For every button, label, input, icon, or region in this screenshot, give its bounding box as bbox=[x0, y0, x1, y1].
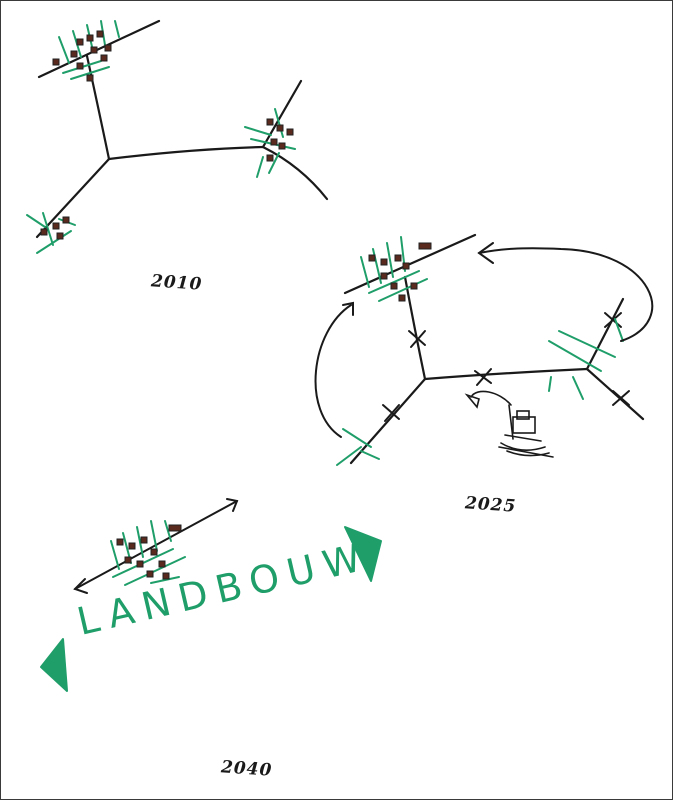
village-2010-east bbox=[244, 108, 296, 178]
relocation-arrows bbox=[314, 242, 654, 438]
year-label-2010: 2010 bbox=[150, 271, 203, 295]
year-label-2040: 2040 bbox=[220, 757, 273, 781]
year-label-2025: 2025 bbox=[464, 493, 517, 517]
scenario-2010-roads bbox=[35, 19, 329, 239]
village-2025-remnants bbox=[336, 318, 624, 466]
road-cut-marks-2025 bbox=[382, 312, 630, 422]
village-2040 bbox=[110, 520, 186, 586]
village-2010-southwest bbox=[26, 212, 76, 254]
scenario-2025-roads bbox=[343, 233, 645, 465]
village-2025-north bbox=[360, 236, 432, 302]
village-2010-north bbox=[52, 20, 120, 82]
excavator-drawing bbox=[464, 390, 554, 458]
landbouw-arrows bbox=[40, 526, 382, 692]
